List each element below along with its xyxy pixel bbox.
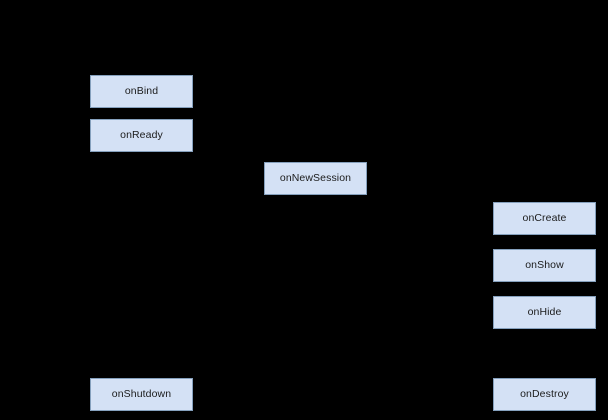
node-onbind[interactable]: onBind bbox=[90, 75, 193, 108]
node-onshow[interactable]: onShow bbox=[493, 249, 596, 282]
node-label-onshow: onShow bbox=[525, 259, 564, 272]
connector-onnewsession-oncreate-v bbox=[544, 178, 545, 202]
arrowhead-onnewsession bbox=[258, 174, 264, 182]
connector-onready-onshutdown bbox=[141, 152, 142, 378]
node-label-onhide: onHide bbox=[527, 306, 562, 319]
node-label-onbind: onBind bbox=[124, 85, 159, 98]
arrowhead-oncreate bbox=[540, 196, 548, 202]
arrowhead-ondestroy bbox=[540, 372, 548, 378]
connector-onnewsession-oncreate-h bbox=[367, 178, 545, 179]
arrowhead-onhide bbox=[540, 290, 548, 296]
connector-onshow-onhide bbox=[544, 282, 545, 296]
node-ondestroy[interactable]: onDestroy bbox=[493, 378, 596, 411]
node-label-onready: onReady bbox=[120, 129, 163, 142]
arrowhead-onshutdown bbox=[137, 372, 145, 378]
node-oncreate[interactable]: onCreate bbox=[493, 202, 596, 235]
node-onshutdown[interactable]: onShutdown bbox=[90, 378, 193, 411]
node-onready[interactable]: onReady bbox=[90, 119, 193, 152]
connector-oncreate-onshow bbox=[544, 235, 545, 249]
node-label-oncreate: onCreate bbox=[522, 212, 567, 225]
arrowhead-onshow bbox=[540, 243, 548, 249]
node-label-ondestroy: onDestroy bbox=[520, 388, 569, 401]
node-label-onnewsession: onNewSession bbox=[279, 172, 352, 185]
arrowhead-onready bbox=[137, 113, 145, 119]
connector-onready-onnewsession-h bbox=[141, 178, 264, 179]
node-label-onshutdown: onShutdown bbox=[111, 388, 172, 401]
node-onnewsession[interactable]: onNewSession bbox=[264, 162, 367, 195]
node-onhide[interactable]: onHide bbox=[493, 296, 596, 329]
connector-onhide-ondestroy bbox=[544, 329, 545, 378]
